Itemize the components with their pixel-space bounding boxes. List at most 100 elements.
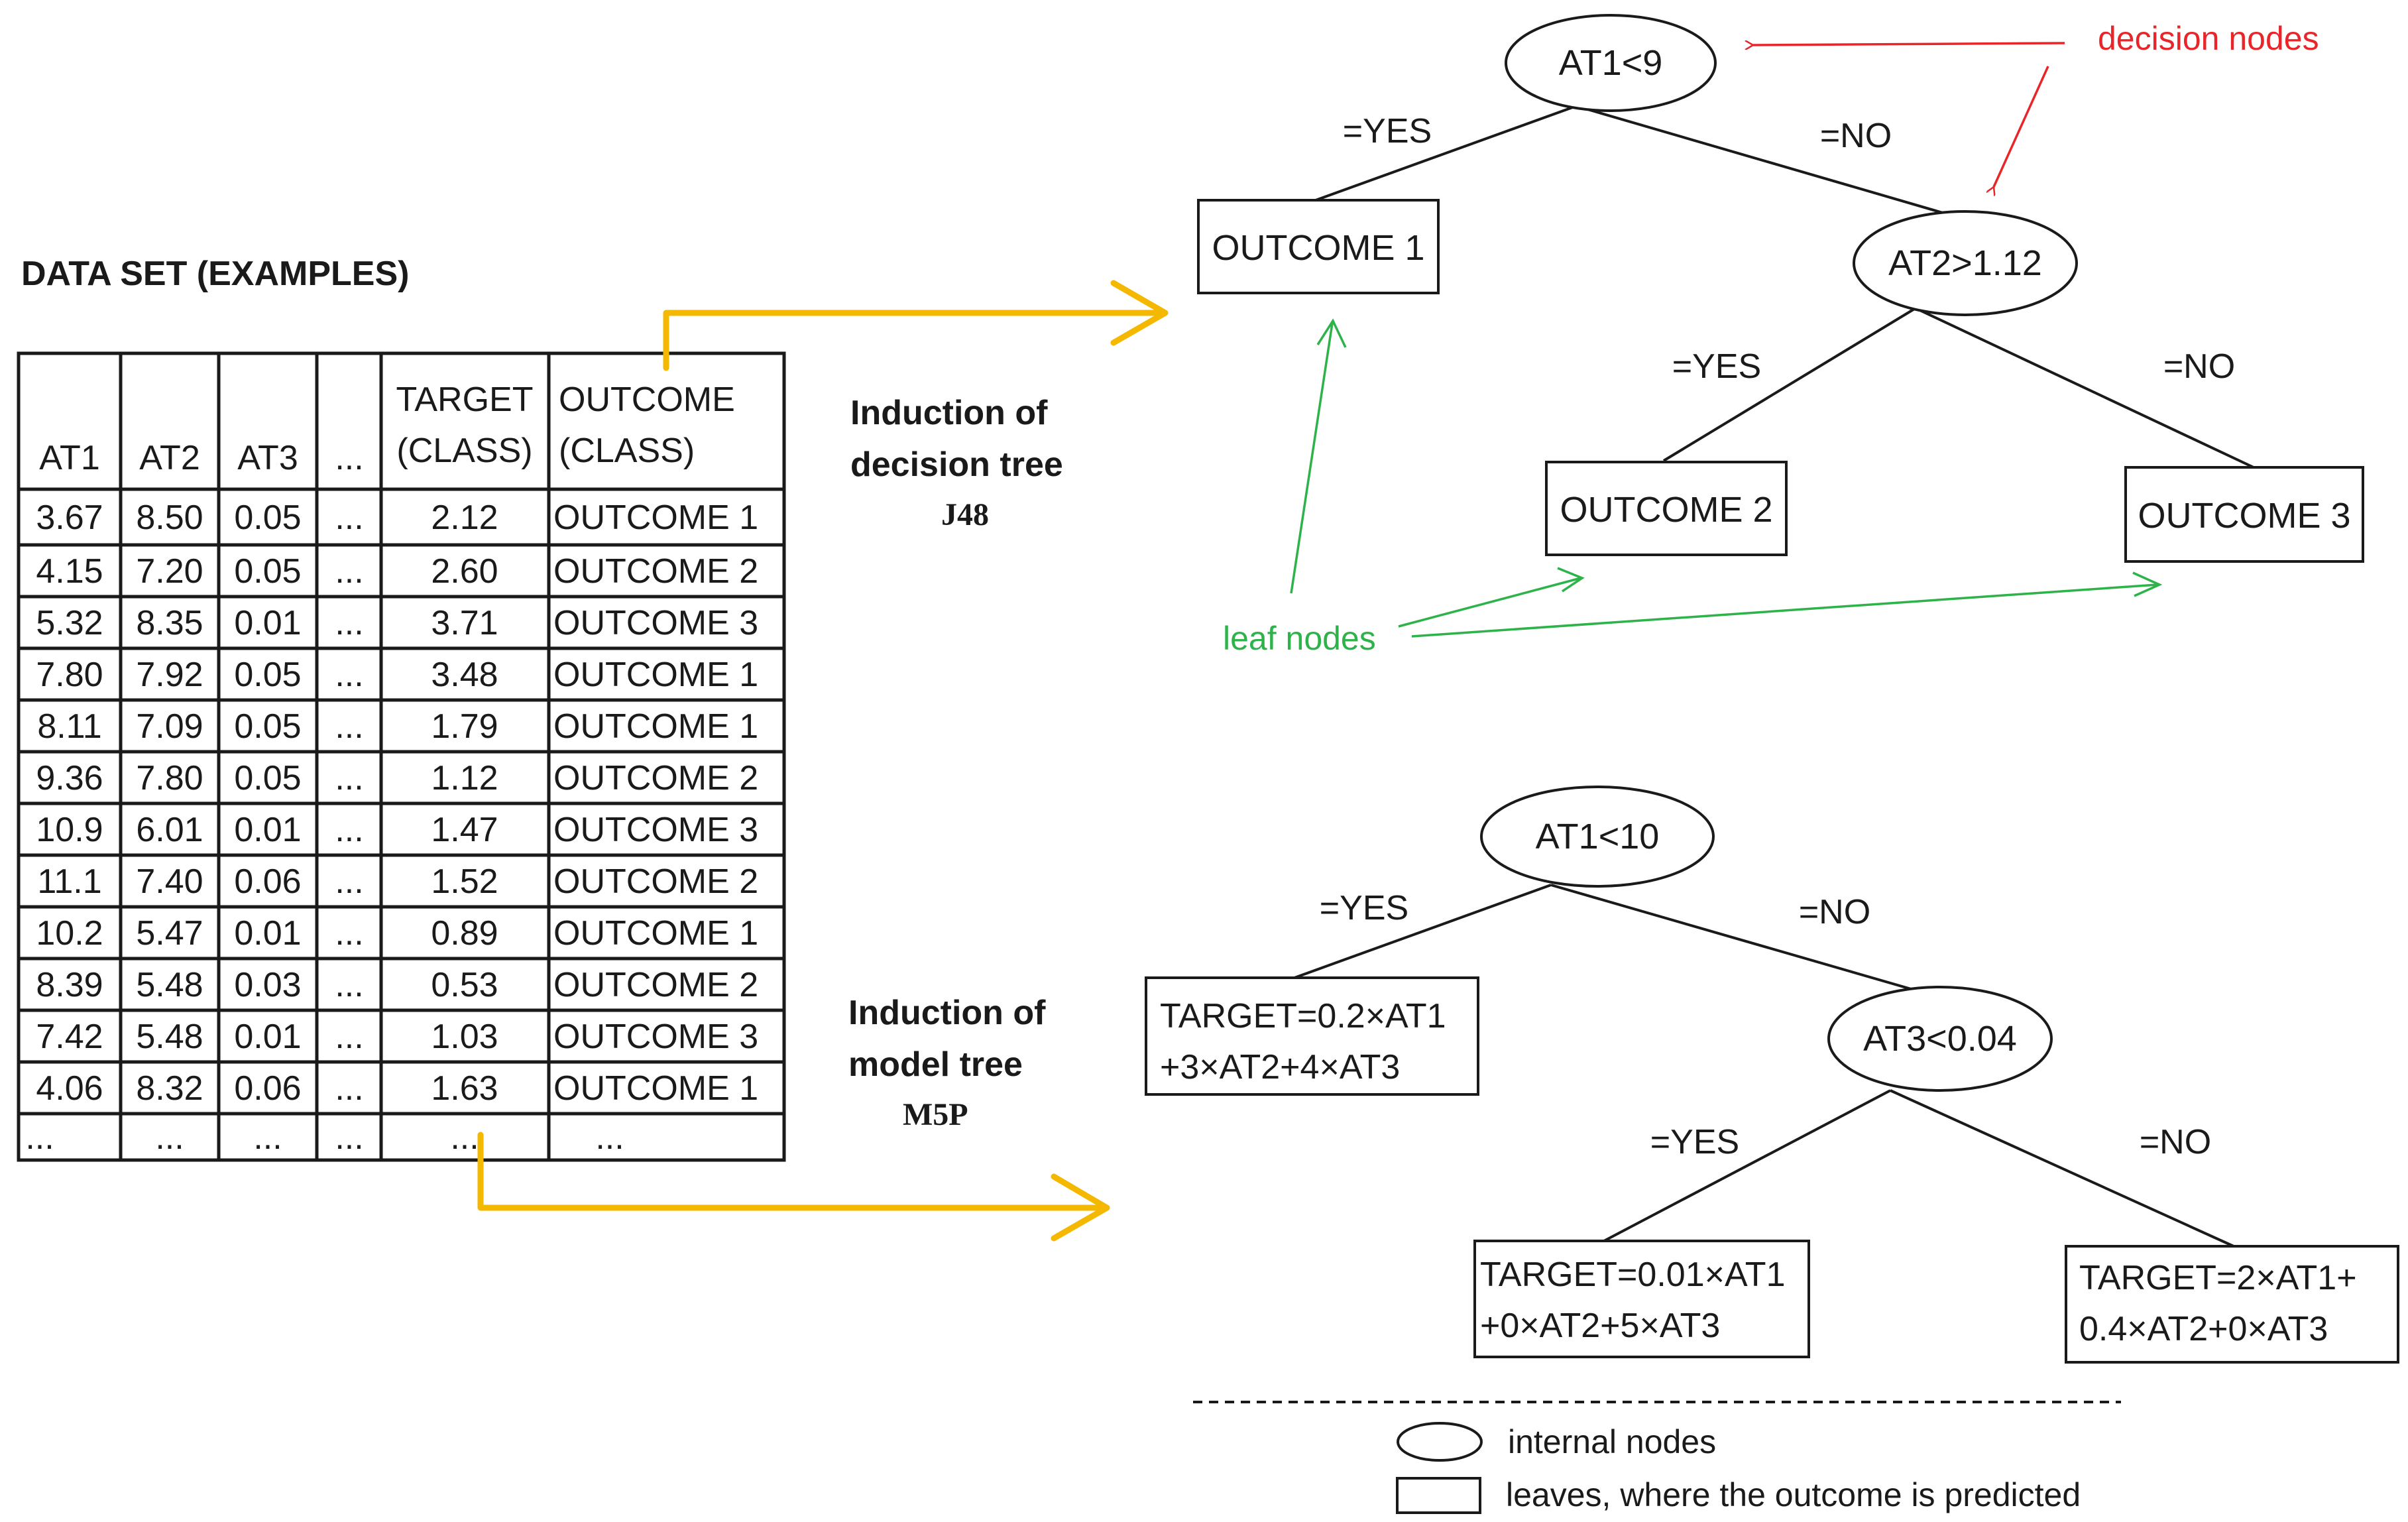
model-root-yes-label: =YES	[1320, 889, 1408, 927]
green-arrowhead-outcome-3	[2132, 571, 2163, 597]
table-cell-r8-c1: 5.47	[136, 914, 203, 953]
model-node2-yes-label: =YES	[1650, 1123, 1739, 1161]
table-cell-r9-c2: 0.03	[234, 966, 301, 1004]
table-cell-r5-c0: 9.36	[36, 759, 103, 797]
table-cell-r10-c2: 0.01	[234, 1018, 301, 1056]
table-cell-r8-c5: OUTCOME 1	[553, 914, 758, 953]
table-cell-r2-c4: 3.71	[431, 604, 498, 642]
induction-decision-line2: decision tree	[850, 445, 1063, 484]
algo-j48: J48	[941, 497, 989, 532]
leaf-nodes-annotation: leaf nodes	[1223, 318, 2163, 657]
header-target-line1: TARGET	[396, 380, 533, 419]
table-cell-r1-c4: 2.60	[431, 552, 498, 591]
table-cell-r9-c1: 5.48	[136, 966, 203, 1004]
table-cell-r11-c1: 8.32	[136, 1069, 203, 1108]
header-outcome-line1: OUTCOME	[559, 380, 735, 419]
decision-root-node	[1505, 14, 1717, 112]
decision-node-at2	[1853, 210, 2078, 316]
table-cell-r8-c0: 10.2	[36, 914, 103, 953]
table-cell-r8-c3: ...	[335, 914, 363, 953]
table-cell-r3-c1: 7.92	[136, 656, 203, 694]
dataset-header: AT1 AT2 AT3 ... TARGET (CLASS) OUTCOME (…	[39, 380, 735, 477]
model-leaf-1-line1: TARGET=0.2×AT1	[1160, 997, 1446, 1035]
table-cell-r3-c2: 0.05	[234, 656, 301, 694]
table-cell-r12-c5: ...	[595, 1118, 624, 1157]
table-cell-r1-c2: 0.05	[234, 552, 301, 591]
table-cell-r11-c2: 0.06	[234, 1069, 301, 1108]
table-cell-r12-c2: ...	[253, 1118, 282, 1157]
decision-leaf-2-label: OUTCOME 2	[1560, 490, 1772, 530]
table-cell-r6-c0: 10.9	[36, 811, 103, 849]
table-cell-r1-c0: 4.15	[36, 552, 103, 591]
table-cell-r5-c1: 7.80	[136, 759, 203, 797]
legend-rectangle-icon	[1396, 1477, 1481, 1514]
table-cell-r12-c4: ...	[450, 1118, 479, 1157]
model-tree: AT1<10 =YES =NO TARGET=0.2×AT1 +3×AT2+4×…	[1145, 786, 2399, 1364]
table-cell-r0-c4: 2.12	[431, 498, 498, 537]
induction-model-line2: model tree	[848, 1045, 1023, 1084]
table-cell-r5-c5: OUTCOME 2	[553, 759, 758, 797]
decision-node-at2-label: AT2>1.12	[1888, 243, 2042, 283]
table-cell-r2-c1: 8.35	[136, 604, 203, 642]
table-cell-r5-c2: 0.05	[234, 759, 301, 797]
dataset-title: DATA SET (EXAMPLES)	[21, 255, 409, 293]
table-cell-r6-c5: OUTCOME 3	[553, 811, 758, 849]
table-cell-r10-c4: 1.03	[431, 1018, 498, 1056]
table-cell-r12-c0: ...	[25, 1118, 54, 1157]
table-cell-r2-c2: 0.01	[234, 604, 301, 642]
model-node2-no-label: =NO	[2140, 1123, 2211, 1161]
table-cell-r3-c3: ...	[335, 656, 363, 694]
decision-tree: AT1<9 =YES =NO OUTCOME 1 AT2>1.12 =YES =…	[1197, 14, 2364, 563]
model-root-node	[1480, 786, 1715, 888]
header-target-line2: (CLASS)	[396, 432, 532, 470]
yellow-arrow-to-decision-tree	[663, 280, 1169, 371]
decision-nodes-annotation: decision nodes	[1753, 20, 2319, 187]
table-cell-r7-c5: OUTCOME 2	[553, 862, 758, 901]
table-cell-r6-c4: 1.47	[431, 811, 498, 849]
table-cell-r9-c4: 0.53	[431, 966, 498, 1004]
model-leaf-1	[1145, 976, 1479, 1096]
induction-decision-line1: Induction of	[850, 394, 1048, 432]
table-cell-r1-c5: OUTCOME 2	[553, 552, 758, 591]
table-cell-r5-c4: 1.12	[431, 759, 498, 797]
green-arrow-to-outcome-1	[1290, 323, 1334, 594]
table-cell-r12-c1: ...	[155, 1118, 184, 1157]
decision-nodes-label: decision nodes	[2098, 20, 2319, 57]
legend-leaves-label: leaves, where the outcome is predicted	[1506, 1476, 2081, 1513]
model-leaf-3-line1: TARGET=2×AT1+	[2079, 1259, 2357, 1297]
table-cell-r7-c3: ...	[335, 862, 363, 901]
table-cell-r2-c5: OUTCOME 3	[553, 604, 758, 642]
green-arrow-to-outcome-3	[1411, 583, 2158, 638]
induction-model-line1: Induction of	[848, 994, 1046, 1032]
table-cell-r3-c4: 3.48	[431, 656, 498, 694]
table-cell-r8-c2: 0.01	[234, 914, 301, 953]
green-arrow-to-outcome-2	[1398, 577, 1581, 628]
decision-leaf-outcome-2	[1545, 461, 1788, 556]
red-arrow-to-root	[1753, 43, 2065, 45]
table-cell-r3-c0: 7.80	[36, 656, 103, 694]
green-arrowhead-outcome-2	[1557, 567, 1585, 593]
header-ellipsis: ...	[335, 439, 363, 477]
header-at2: AT2	[139, 439, 200, 477]
table-cell-r10-c0: 7.42	[36, 1018, 103, 1056]
table-cell-r4-c3: ...	[335, 707, 363, 746]
dataset-table	[17, 351, 786, 1162]
legend: internal nodes leaves, where the outcome…	[1193, 1401, 2121, 1514]
decision-root-label: AT1<9	[1559, 43, 1663, 83]
induction-decision-label: Induction of decision tree J48	[850, 394, 1063, 532]
table-cell-r11-c0: 4.06	[36, 1069, 103, 1108]
table-cell-r4-c1: 7.09	[136, 707, 203, 746]
algo-m5p: M5P	[903, 1097, 968, 1132]
table-cell-r7-c4: 1.52	[431, 862, 498, 901]
model-leaf-3	[2065, 1245, 2399, 1364]
table-cell-r6-c3: ...	[335, 811, 363, 849]
table-cell-r4-c5: OUTCOME 1	[553, 707, 758, 746]
induction-model-label: Induction of model tree M5P	[848, 994, 1046, 1132]
table-cell-r7-c2: 0.06	[234, 862, 301, 901]
decision-leaf-3-label: OUTCOME 3	[2138, 496, 2350, 536]
table-cell-r7-c0: 11.1	[37, 862, 101, 901]
table-cell-r6-c2: 0.01	[234, 811, 301, 849]
table-cell-r10-c5: OUTCOME 3	[553, 1018, 758, 1056]
decision-leaf-1-label: OUTCOME 1	[1212, 228, 1424, 268]
